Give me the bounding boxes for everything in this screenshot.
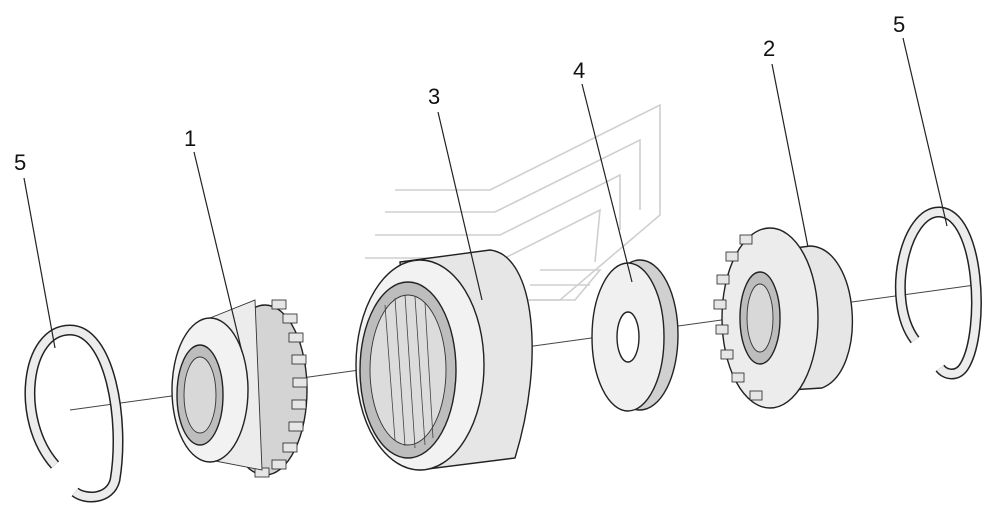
callout-1: 1 <box>184 126 196 151</box>
gear-2-teeth <box>713 234 763 401</box>
washer-4 <box>591 259 679 412</box>
sleeve-3 <box>355 249 533 471</box>
callout-2: 2 <box>763 36 775 61</box>
callout-3: 3 <box>428 84 440 109</box>
snap-ring-left <box>24 324 124 503</box>
snap-ring-right <box>894 206 982 380</box>
leader-lines <box>23 37 948 353</box>
callout-5-right: 5 <box>893 12 905 37</box>
gear-1-teeth <box>254 299 308 478</box>
sleeve-3-splines <box>384 294 434 449</box>
gear-1 <box>171 299 308 478</box>
gear-2 <box>713 227 854 409</box>
callout-5-left: 5 <box>14 150 26 175</box>
callout-4: 4 <box>573 58 585 83</box>
